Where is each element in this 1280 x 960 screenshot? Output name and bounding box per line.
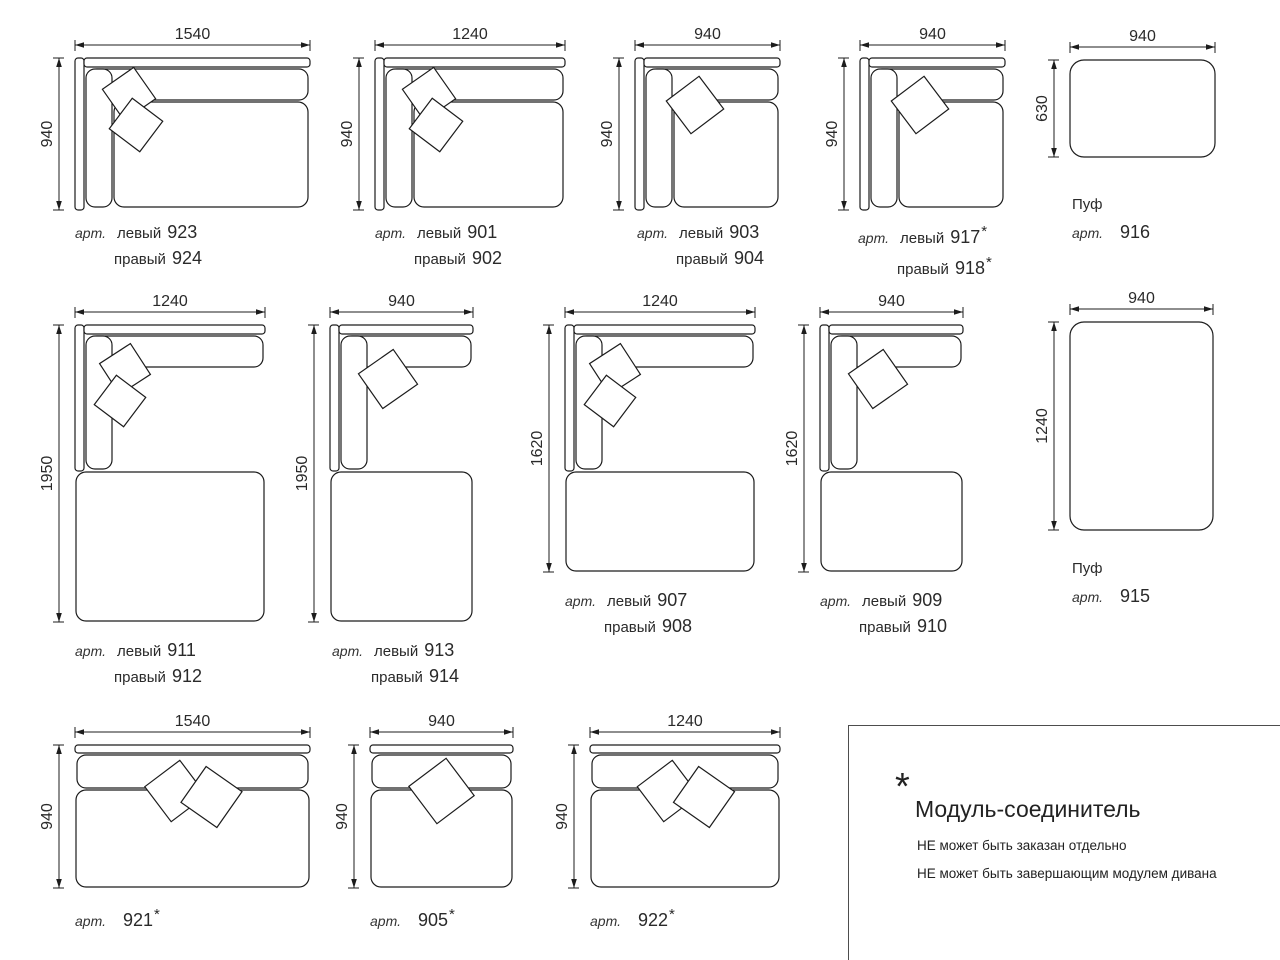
- note-title: Модуль-соединитель: [915, 796, 1141, 822]
- svg-text:940: 940: [428, 713, 455, 730]
- module-drawing-916: 940 630: [1034, 28, 1216, 158]
- svg-text:940: 940: [339, 121, 356, 148]
- note-restriction-1: НЕ может быть заказан отдельно: [917, 838, 1127, 853]
- note-star: *: [895, 766, 910, 808]
- module-drawing-915: 940 1240: [1034, 290, 1214, 531]
- svg-text:940: 940: [878, 293, 905, 310]
- svg-text:940: 940: [334, 803, 351, 830]
- module-drawing-923: 1540 940: [39, 26, 311, 211]
- module-drawing-905: 940 940: [334, 713, 514, 889]
- svg-text:1240: 1240: [152, 293, 188, 310]
- svg-text:1240: 1240: [452, 26, 488, 43]
- svg-text:630: 630: [1034, 95, 1051, 122]
- module-drawing-901: 1240 940: [339, 26, 566, 211]
- module-drawing-911: 1240 1950: [39, 293, 266, 623]
- svg-text:1620: 1620: [784, 431, 801, 467]
- svg-text:940: 940: [388, 293, 415, 310]
- svg-text:940: 940: [39, 803, 56, 830]
- svg-text:1620: 1620: [529, 431, 546, 467]
- svg-text:1950: 1950: [39, 456, 56, 492]
- svg-text:1540: 1540: [175, 713, 211, 730]
- svg-text:940: 940: [1129, 28, 1156, 45]
- note-box: * Модуль-соединитель НЕ может быть заказ…: [848, 725, 1280, 960]
- module-drawing-907: 1240 1620: [529, 293, 756, 573]
- module-drawing-913: 940 1950: [294, 293, 474, 623]
- svg-text:1240: 1240: [667, 713, 703, 730]
- svg-text:940: 940: [554, 803, 571, 830]
- svg-text:940: 940: [824, 121, 841, 148]
- module-drawing-922: 1240 940: [554, 713, 781, 889]
- module-drawing-909: 940 1620: [784, 293, 964, 573]
- note-restriction-2: НЕ может быть завершающим модулем дивана: [917, 866, 1217, 881]
- svg-text:1240: 1240: [642, 293, 678, 310]
- svg-text:940: 940: [694, 26, 721, 43]
- svg-text:1950: 1950: [294, 456, 311, 492]
- svg-text:940: 940: [919, 26, 946, 43]
- svg-text:1540: 1540: [175, 26, 211, 43]
- svg-text:940: 940: [39, 121, 56, 148]
- svg-text:1240: 1240: [1034, 408, 1051, 444]
- svg-text:940: 940: [599, 121, 616, 148]
- module-drawing-917: 940 940: [824, 26, 1006, 211]
- module-drawing-903: 940 940: [599, 26, 781, 211]
- module-drawing-921: 1540 940: [39, 713, 311, 889]
- svg-text:940: 940: [1128, 290, 1155, 307]
